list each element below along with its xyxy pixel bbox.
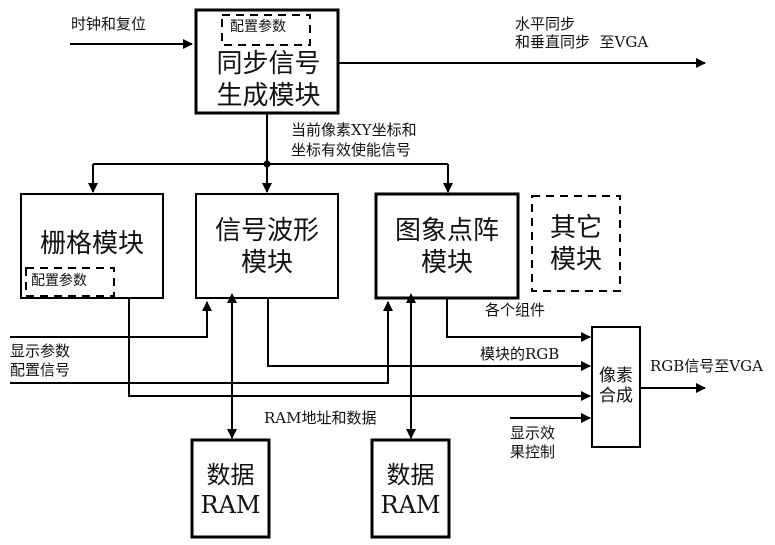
pixel-mixer-title: 像素 合成	[592, 366, 640, 406]
dotmatrix-module-box	[374, 192, 520, 300]
coord-bus-junction	[263, 160, 271, 168]
components-label: 各个组件	[485, 301, 546, 319]
grid-config-dashed-box	[25, 267, 115, 297]
grid-module-box	[20, 193, 164, 299]
other-module-dashed-box	[531, 195, 621, 292]
sync-config-label: 配置参数	[230, 19, 286, 35]
ram2-title: 数据 RAM	[372, 460, 449, 520]
waveform-rgb-to-mixer-arrow	[267, 299, 591, 371]
ram2-box	[370, 438, 451, 539]
dotmatrix-rgb-to-mixer-arrow	[446, 299, 591, 342]
dotmatrix-module-title: 图象点阵 模块	[376, 215, 518, 279]
grid-config-label: 配置参数	[31, 273, 87, 289]
sync-output-line1: 水平同步	[515, 15, 576, 33]
sync-module-line1: 同步信号	[216, 49, 321, 79]
display-param-line2: 配置信号	[10, 361, 71, 379]
ram1-line1: 数据	[206, 461, 255, 489]
dotmatrix-module-line2: 模块	[420, 248, 473, 278]
display-effect-line1: 显示效	[510, 424, 556, 442]
grid-module-title: 栅格模块	[39, 229, 144, 259]
display-param-line1: 显示参数	[10, 342, 71, 360]
sync-module-title: 同步信号 生成模块	[196, 48, 341, 112]
sync-output-line2: 和垂直同步 至VGA	[515, 33, 649, 51]
sync-module-line2: 生成模块	[216, 81, 321, 111]
dotmatrix-module-line1: 图象点阵	[394, 216, 499, 246]
other-module-title: 其它 模块	[532, 212, 620, 276]
ram1-title: 数据 RAM	[192, 460, 269, 520]
waveform-module-box	[195, 193, 339, 299]
grid-rgb-to-mixer-arrow	[128, 299, 591, 401]
pixel-mixer-line1: 像素	[599, 366, 633, 386]
pixel-mixer-box	[591, 326, 641, 448]
pixel-mixer-line2: 合成	[599, 386, 633, 406]
ram2-line2: RAM	[380, 491, 441, 519]
ram-bus-label: RAM地址和数据	[264, 409, 377, 427]
ram1-line2: RAM	[200, 491, 261, 519]
coord-signal-line2: 坐标有效使能信号	[291, 141, 412, 159]
display-param-label: 显示参数 配置信号	[10, 342, 70, 380]
display-param-to-dotmatrix-arrow	[10, 301, 393, 384]
waveform-module-title: 信号波形 模块	[196, 215, 338, 279]
clock-reset-label: 时钟和复位	[71, 15, 147, 33]
display-effect-line2: 果控制	[510, 443, 556, 461]
sync-config-dashed-box	[221, 14, 311, 46]
rgb-output-label: RGB信号至VGA	[650, 357, 763, 375]
coord-signal-line1: 当前像素XY坐标和	[291, 121, 417, 139]
sync-output-label: 水平同步 和垂直同步 至VGA	[515, 15, 648, 51]
waveform-module-line2: 模块	[240, 248, 293, 278]
other-module-line1: 其它	[549, 213, 602, 243]
coord-signal-label: 当前像素XY坐标和 坐标有效使能信号	[291, 120, 417, 160]
display-param-to-waveform-arrow	[10, 301, 212, 338]
module-rgb-label: 模块的RGB	[480, 345, 560, 363]
sync-module-box	[194, 8, 340, 115]
waveform-module-line1: 信号波形	[214, 216, 319, 246]
ram1-box	[190, 438, 271, 539]
display-effect-label: 显示效 果控制	[510, 424, 555, 462]
other-module-line2: 模块	[549, 245, 602, 275]
ram2-line1: 数据	[386, 461, 435, 489]
